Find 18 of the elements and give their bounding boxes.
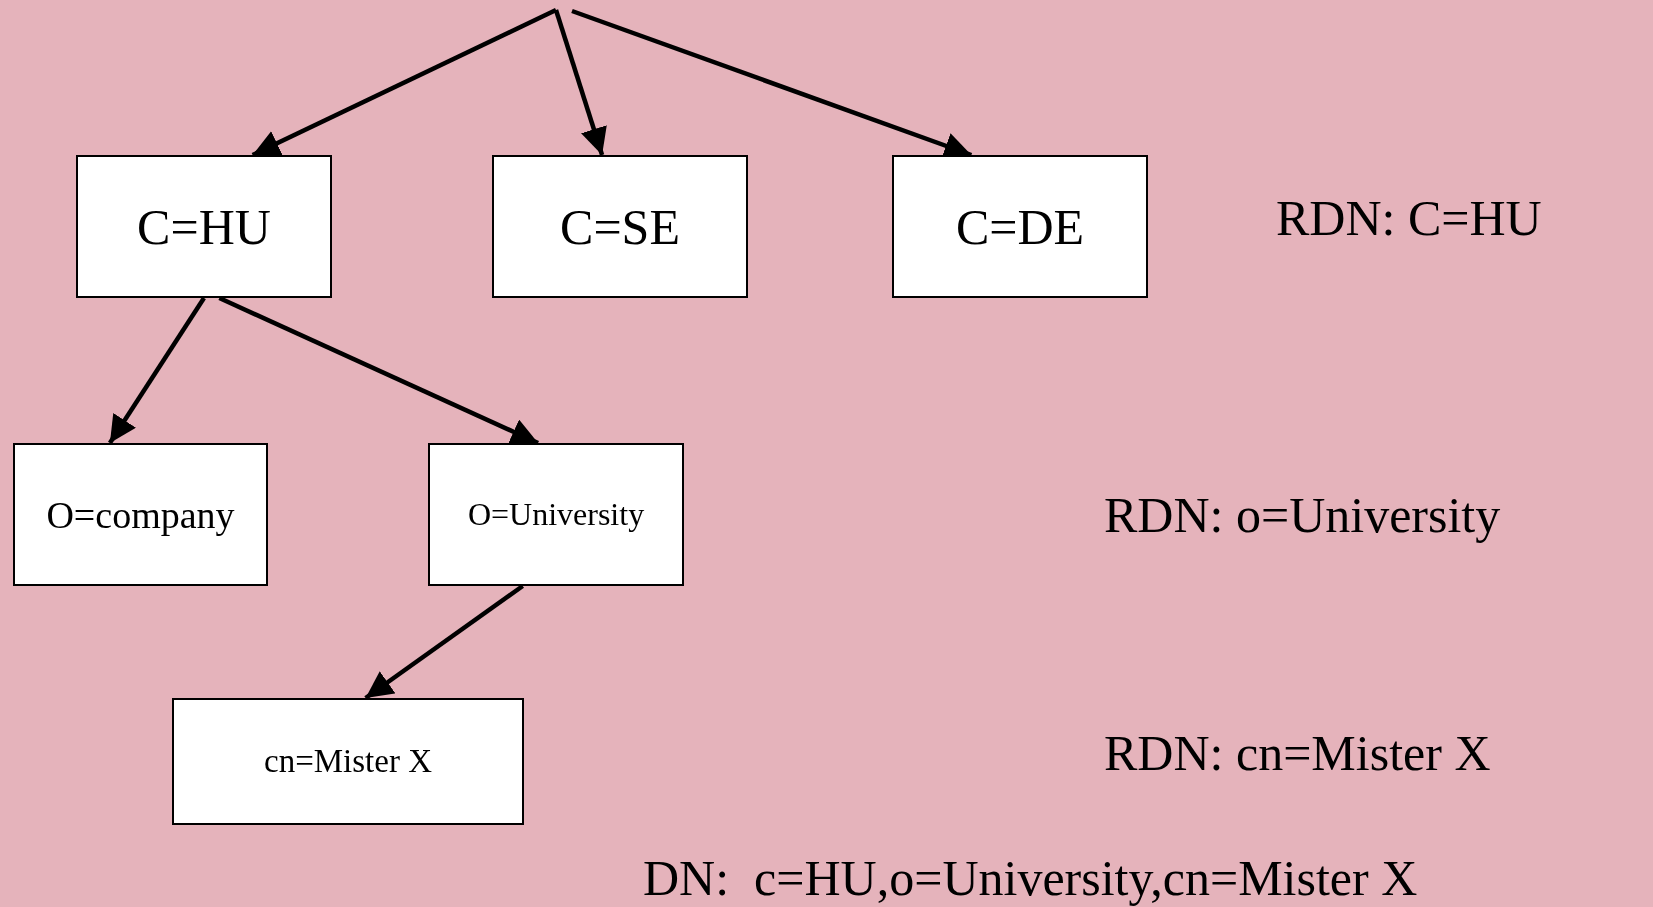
entry-label: C=DE [955,197,1085,256]
entry-box [76,155,332,298]
arrow [553,9,607,156]
entry-label: O=company [46,492,235,537]
arrow [108,296,206,445]
entry-box [172,698,524,825]
entry-label: C=HU [137,197,271,256]
arrow [364,584,525,700]
entry-box [492,155,748,298]
rdn-note: RDN: C=HU [1276,193,1542,243]
entry-label: O=University [467,496,645,533]
arrow [251,7,557,158]
rdn-note: RDN: cn=Mister X [1104,728,1491,778]
entry-box [892,155,1148,298]
entry-box [13,443,268,586]
entry-label: C=SE [560,197,680,256]
entry-box [428,443,684,586]
entry-label: cn=Mister X [264,743,432,780]
